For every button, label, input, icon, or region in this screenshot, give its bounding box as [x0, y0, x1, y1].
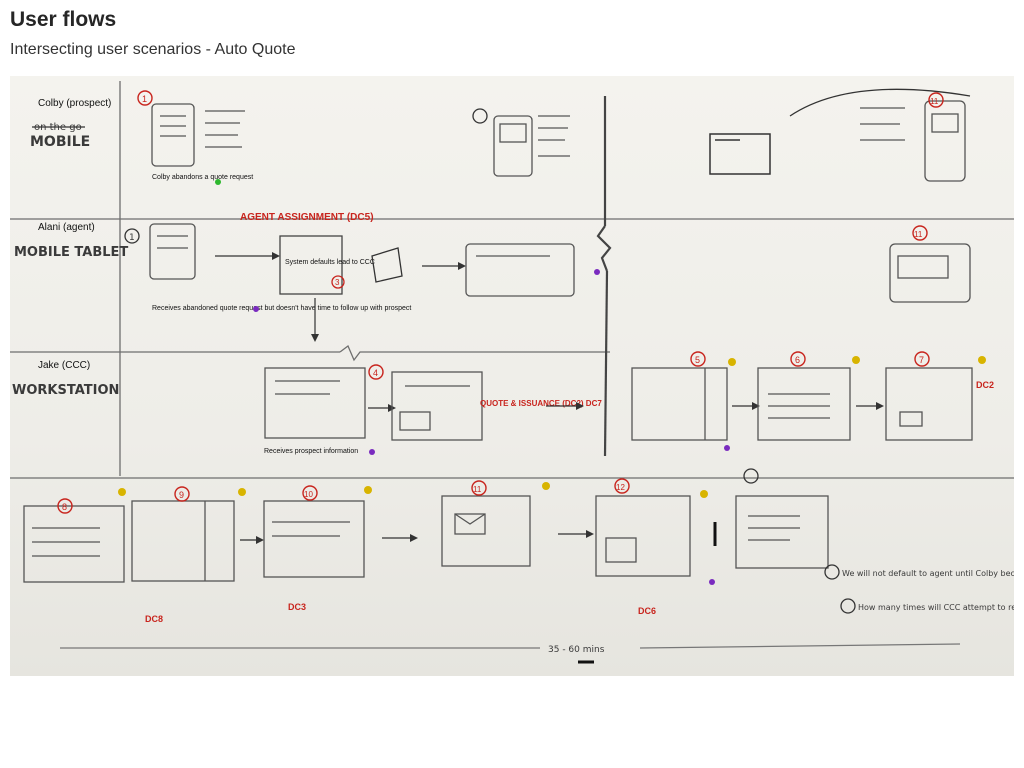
step-number: 4: [373, 368, 378, 378]
step-marker-q: [743, 468, 759, 484]
timeline-right: [639, 643, 961, 649]
sketch-screen-jake-4: [757, 367, 851, 441]
purple-dot: [253, 306, 259, 312]
step-number: 1: [142, 94, 147, 104]
dc-label: DC8: [145, 614, 163, 624]
sketch-canvas: Colby (prospect) on the go MOBILE Alani …: [10, 81, 1014, 664]
page-subtitle: Intersecting user scenarios - Auto Quote: [10, 41, 296, 58]
sketch-screen-jake-5: [885, 367, 973, 441]
step-number: 11: [914, 230, 923, 239]
timeline-divider: [596, 96, 612, 457]
note-attempts: How many times will CCC attempt to reach…: [858, 603, 1014, 612]
agent-assignment-label: AGENT ASSIGNMENT (DC5): [240, 212, 374, 223]
dc-label: DC6: [638, 606, 656, 616]
sketch-screen-jake-1: [264, 367, 366, 439]
question-icon: [840, 598, 856, 614]
arrow-head: [458, 262, 466, 270]
step-marker: [912, 225, 928, 241]
sketch-screen-jake-8: [263, 500, 365, 578]
lane-label-jake: Jake (CCC): [38, 360, 90, 371]
step-number: 1: [129, 233, 135, 243]
arrow-head: [576, 402, 584, 410]
step-marker: [471, 480, 487, 496]
step-marker: [914, 351, 930, 367]
step-marker: [57, 498, 73, 514]
step-number: 8: [62, 502, 67, 512]
quote-issuance-label: QUOTE & ISSUANCE (DC2) DC7: [480, 399, 602, 408]
step-marker: [137, 90, 153, 106]
step-marker: [928, 92, 944, 108]
step-number: 12: [616, 483, 625, 492]
whiteboard-sketch-photo: Colby (prospect) on the go MOBILE Alani …: [10, 76, 1014, 676]
system-defaults-box: [279, 235, 343, 295]
note-receives-abandoned: Receives abandoned quote request but doe…: [152, 305, 411, 312]
note-colby-abandons: Colby abandons a quote request: [152, 174, 253, 181]
sketch-screen-jake-9: [441, 495, 531, 567]
note-default: We will not default to agent until Colby…: [842, 569, 1014, 578]
step-marker: [174, 486, 190, 502]
arrow-head: [752, 402, 760, 410]
sketch-laptop: [709, 133, 771, 175]
lane-device-jake: WORKSTATION: [12, 383, 119, 398]
question-icon: [824, 564, 840, 580]
timing-label: 35 - 60 mins: [548, 645, 605, 655]
arrow-head: [272, 252, 280, 260]
arrow-head: [311, 334, 319, 342]
purple-dot: [709, 579, 715, 585]
sketch-tablet-alani-3: [889, 243, 971, 303]
step-marker: [368, 364, 384, 380]
step-number: 9: [179, 490, 184, 500]
purple-dot: [724, 445, 730, 451]
phone-marks: [118, 356, 986, 498]
sketch-screen-jake-10: [595, 495, 691, 577]
sketch-screen-jake-2: [391, 371, 483, 441]
step-number: 11: [473, 485, 482, 494]
arrow-curve: [789, 88, 971, 117]
sketch-paper: [371, 247, 403, 283]
sketch-phone-colby-3: [860, 100, 966, 182]
arrow-head: [410, 534, 418, 542]
sketch-screen-jake-11: [735, 495, 829, 569]
page-title: User flows: [10, 8, 117, 31]
dc-label: DC3: [288, 602, 306, 612]
note-system-defaults: System defaults lead to CCC: [285, 259, 375, 266]
step-number: 6: [795, 355, 800, 365]
lane-device-colby: MOBILE: [30, 134, 90, 150]
sketch-screen-jake-6: [23, 505, 125, 583]
lane-device-alani: MOBILE TABLET: [14, 245, 128, 260]
sketch-phone-colby-2: [493, 115, 570, 177]
purple-dot: [369, 449, 375, 455]
step-marker: [331, 275, 345, 289]
sketch-tablet-alani-1: [149, 223, 196, 280]
lane-label-colby: Colby (prospect): [38, 98, 111, 109]
arrow-head: [876, 402, 884, 410]
step-number: 7: [919, 355, 924, 365]
arrow-head: [586, 530, 594, 538]
purple-dot: [594, 269, 600, 275]
arrow-head: [256, 536, 264, 544]
lane-grid: [10, 81, 1014, 479]
step-number: 11: [930, 97, 939, 106]
dc-label: DC2: [976, 380, 994, 390]
step-marker: [302, 485, 318, 501]
step-marker-q: [472, 108, 488, 124]
sketch-phone-colby-1: [151, 103, 245, 167]
step-marker: [614, 478, 630, 494]
step-number: 10: [304, 490, 313, 499]
sketch-screen-jake-7: [131, 500, 235, 582]
sketch-tablet-alani-2: [465, 243, 575, 297]
step-marker: [790, 351, 806, 367]
green-dot: [215, 179, 221, 185]
step-marker: [124, 228, 140, 244]
step-marker: [690, 351, 706, 367]
step-number: 3: [335, 278, 340, 287]
note-receives-prospect: Receives prospect information: [264, 448, 358, 455]
lane-label-alani: Alani (agent): [38, 222, 95, 233]
sketch-screen-jake-3: [631, 367, 728, 441]
step-number: 5: [695, 355, 700, 365]
